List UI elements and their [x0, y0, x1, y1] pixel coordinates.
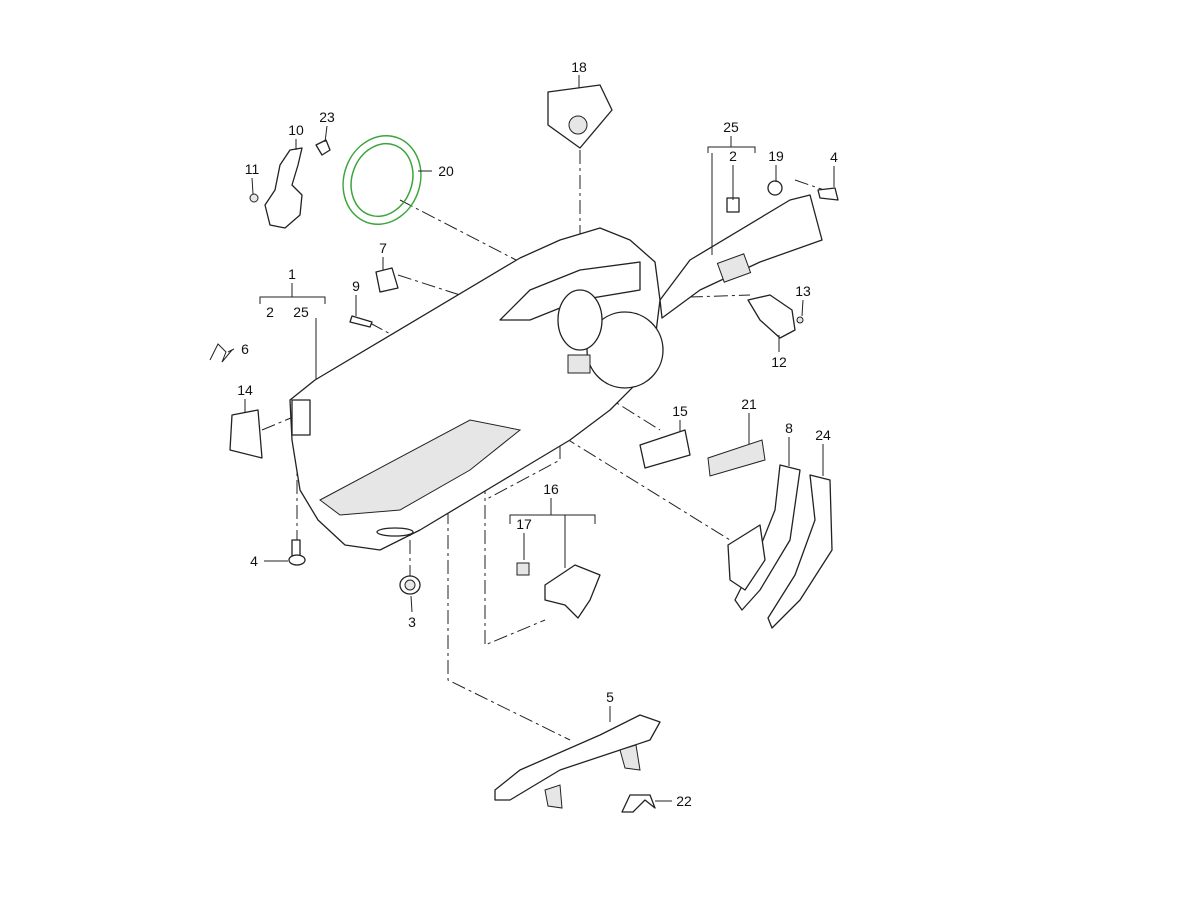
callout-19[interactable]: 19 [768, 148, 784, 164]
callout-24[interactable]: 24 [815, 427, 831, 443]
callout-20[interactable]: 20 [438, 163, 454, 179]
mirror-cover-knob [568, 115, 588, 135]
grommet-3[interactable] [399, 575, 421, 595]
pocket-16[interactable] [544, 564, 601, 619]
handle-22[interactable] [621, 794, 656, 813]
callout-4[interactable]: 4 [830, 149, 838, 165]
callout-11[interactable]: 11 [245, 161, 260, 177]
callout-13[interactable]: 13 [795, 283, 811, 299]
callout-7[interactable]: 7 [379, 240, 387, 256]
badge-21[interactable] [707, 439, 766, 477]
callout-16[interactable]: 16 [543, 481, 559, 497]
screw-11[interactable] [249, 193, 259, 203]
callout-10[interactable]: 10 [288, 122, 304, 138]
cover-15[interactable] [639, 429, 691, 469]
callout-25-sub[interactable]: 25 [293, 304, 309, 320]
pocket-8[interactable] [727, 524, 766, 591]
callout-5[interactable]: 5 [606, 689, 614, 705]
callout-6[interactable]: 6 [241, 341, 249, 357]
trim-strip-24[interactable] [767, 474, 833, 629]
bolt-4-bottom[interactable] [288, 539, 306, 566]
callout-21[interactable]: 21 [741, 396, 757, 412]
switch-2[interactable] [726, 197, 740, 213]
callout-1[interactable]: 1 [288, 266, 296, 282]
callout-15[interactable]: 15 [672, 403, 688, 419]
armrest-5[interactable] [494, 714, 661, 801]
callout-8[interactable]: 8 [785, 420, 793, 436]
knob-19[interactable] [767, 180, 783, 196]
screw-4-top[interactable] [817, 187, 839, 201]
callout-2[interactable]: 2 [729, 148, 737, 164]
callout-25[interactable]: 25 [723, 119, 739, 135]
callout-2-sub[interactable]: 2 [266, 304, 274, 320]
callout-22[interactable]: 22 [676, 793, 692, 809]
cover-14[interactable] [229, 409, 263, 459]
callout-17[interactable]: 17 [516, 516, 532, 532]
callout-labels: 18 25 2 19 4 23 10 20 11 7 1 2 25 9 13 6… [237, 59, 838, 809]
door-trim-panel[interactable] [289, 227, 664, 551]
spring-6[interactable] [209, 343, 233, 363]
clip-17[interactable] [516, 562, 530, 576]
callout-23[interactable]: 23 [319, 109, 335, 125]
callout-14[interactable]: 14 [237, 382, 253, 398]
screw-13[interactable] [796, 316, 804, 324]
bolt-9[interactable] [349, 315, 373, 328]
callout-18[interactable]: 18 [571, 59, 587, 75]
callout-4-bottom[interactable]: 4 [250, 553, 258, 569]
speaker-ring[interactable] [331, 125, 433, 236]
clip-23[interactable] [315, 139, 331, 156]
callout-12[interactable]: 12 [771, 354, 787, 370]
speaker-grille-12[interactable] [747, 294, 796, 339]
label-leaders [227, 75, 835, 802]
callout-9[interactable]: 9 [352, 278, 360, 294]
clip-7[interactable] [375, 267, 399, 293]
callout-3[interactable]: 3 [408, 614, 416, 630]
door-latch[interactable] [264, 147, 303, 229]
